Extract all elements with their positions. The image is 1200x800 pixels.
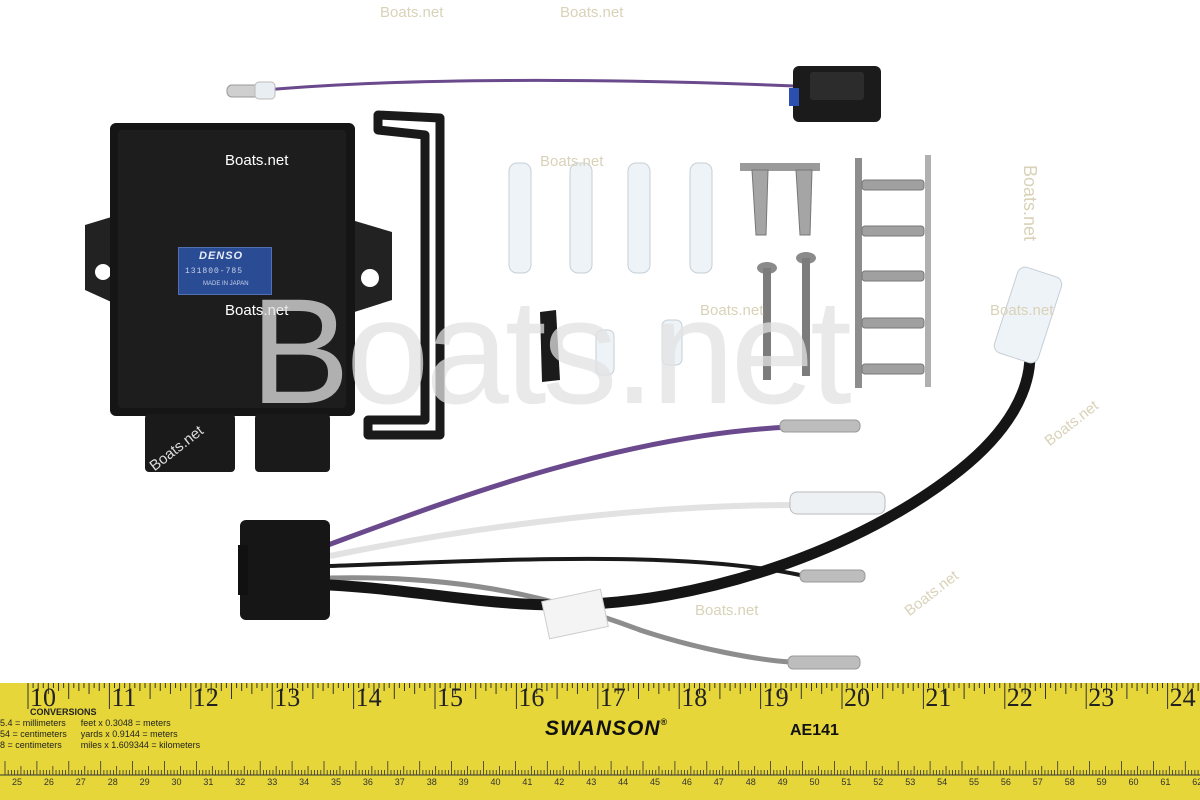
ruler-cm-label: 58: [1064, 777, 1075, 787]
ecu-module: [85, 123, 392, 472]
ecu-label-origin: MADE IN JAPAN: [203, 281, 249, 287]
ruler-inch-label: 21: [925, 683, 952, 712]
ruler-cm-label: 38: [426, 777, 437, 787]
ruler-inch-label: 24: [1169, 683, 1196, 712]
ruler-inch-label: 11: [111, 683, 137, 712]
ruler-inch-label: 15: [437, 683, 463, 712]
conversion-line: feet x 0.3048 = meters: [80, 718, 171, 728]
conversion-table: CONVERSIONS 5.4 = millimeters 54 = centi…: [0, 707, 200, 751]
ruler-cm-label: 54: [937, 777, 948, 787]
terminal-pair: [740, 163, 820, 236]
ruler-inch-label: 19: [762, 683, 789, 712]
ruler-cm-label: 30: [171, 777, 182, 787]
ruler-cm-label: 27: [75, 777, 86, 787]
ruler-inch-label: 10: [30, 683, 56, 712]
ruler-cm-label: 61: [1160, 777, 1171, 787]
mounting-bracket: [363, 110, 445, 440]
registered-mark: ®: [660, 717, 669, 727]
harness-main-connector: [238, 520, 330, 620]
ruler-cm-label: 31: [203, 777, 214, 787]
ecu-label-part-number: 131800-785: [185, 267, 244, 276]
conversion-line: 5.4 = millimeters: [0, 718, 66, 728]
top-pigtail-wire: [226, 66, 881, 122]
ruler-inch-label: 20: [844, 683, 870, 712]
ruler-cm-label: 33: [267, 777, 278, 787]
ruler-cm-label: 45: [650, 777, 661, 787]
ruler-cm-label: 49: [777, 777, 788, 787]
ruler-inch-label: 14: [355, 683, 382, 712]
terminal-strip: [855, 155, 931, 388]
small-black-connector: [789, 66, 881, 122]
ruler-cm-label: 47: [713, 777, 724, 787]
small-connector-parts: [540, 310, 683, 382]
conversion-line: 54 = centimeters: [0, 729, 67, 739]
ruler-cm-label: 42: [554, 777, 565, 787]
ruler-cm-label: 32: [235, 777, 246, 787]
ruler-model: AE141: [790, 722, 839, 739]
ruler-inch-label: 12: [192, 683, 219, 712]
ruler-cm-label: 60: [1128, 777, 1139, 787]
ruler-cm-label: 28: [107, 777, 118, 787]
ruler-cm-label: 34: [299, 777, 310, 787]
ruler-brand-name: SWANSON: [545, 717, 661, 740]
ruler-ticks: [0, 683, 1200, 776]
ruler-inch-label: 18: [681, 683, 708, 712]
ruler-cm-label: 43: [586, 777, 597, 787]
wiring-harness: [238, 266, 1063, 670]
ruler-cm-label: 41: [522, 777, 533, 787]
ruler-cm-label: 35: [331, 777, 342, 787]
ruler-cm-label: 39: [458, 777, 469, 787]
ecu-label-brand: DENSO: [199, 250, 244, 262]
ruler-inch-label: 23: [1088, 683, 1115, 712]
ruler-cm-label: 36: [362, 777, 373, 787]
ruler-cm-label: 53: [905, 777, 916, 787]
ruler-cm-label: 48: [745, 777, 756, 787]
ruler-cm-label: 46: [681, 777, 692, 787]
ruler-cm-label: 59: [1096, 777, 1107, 787]
ruler-cm-label: 40: [490, 777, 501, 787]
conversion-line: yards x 0.9144 = meters: [80, 729, 178, 739]
conversion-line: miles x 1.609344 = kilometers: [80, 740, 201, 750]
ruler-cm-label: 50: [809, 777, 820, 787]
ruler-cm-label: 44: [618, 777, 629, 787]
ruler-cm-label: 55: [969, 777, 980, 787]
measuring-ruler: 10 11 12 13 14 15 16 17 18 19 20 21 22 23 24 25 26 27 28 2…: [0, 683, 1200, 800]
ruler-cm-label: 29: [139, 777, 150, 787]
clear-sleeves: [508, 162, 713, 274]
conversion-title: CONVERSIONS: [30, 707, 97, 717]
ecu-label: DENSO 131800-785 MADE IN JAPAN: [178, 247, 272, 295]
conversion-line: 8 = centimeters: [0, 740, 62, 750]
ruler-cm-label: 52: [873, 777, 884, 787]
ruler-cm-label: 37: [394, 777, 405, 787]
ruler-inch-label: 13: [274, 683, 301, 712]
ruler-brand: SWANSON®: [545, 717, 668, 741]
ruler-inch-label: 22: [1006, 683, 1033, 712]
ruler-cm-label: 25: [12, 777, 23, 787]
ruler-cm-label: 26: [43, 777, 54, 787]
ruler-cm-label: 62: [1192, 777, 1200, 787]
ruler-cm-label: 51: [841, 777, 852, 787]
ruler-inch-label: 17: [599, 683, 626, 712]
ruler-cm-label: 57: [1032, 777, 1043, 787]
ruler-cm-label: 56: [1000, 777, 1011, 787]
screws: [757, 252, 816, 380]
ruler-inch-label: 16: [518, 683, 545, 712]
